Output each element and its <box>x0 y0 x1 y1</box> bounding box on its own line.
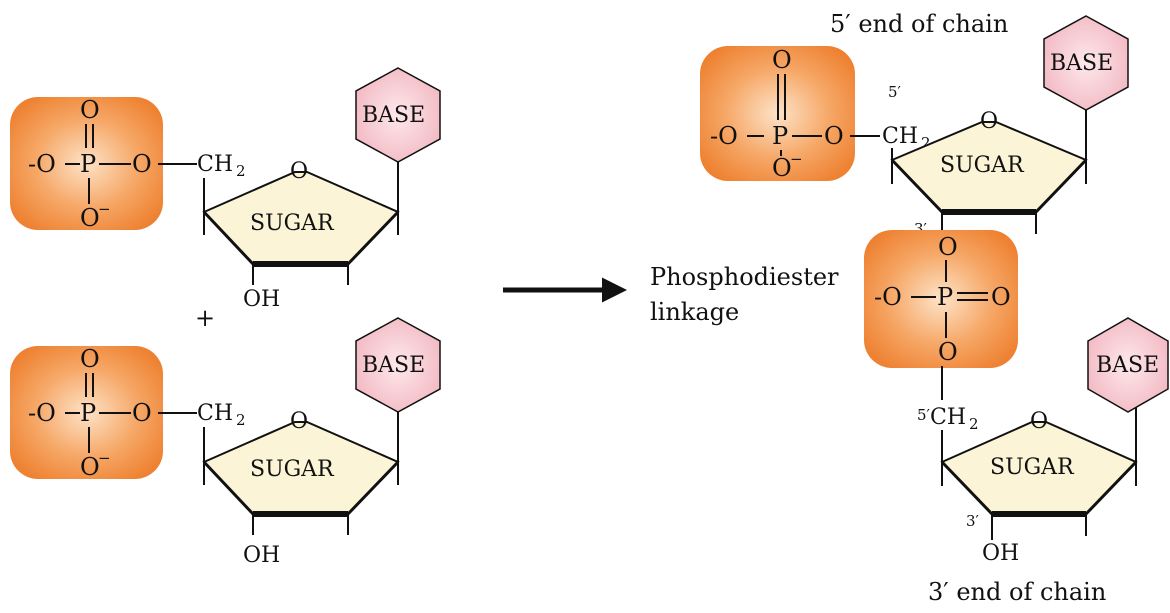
phosphate-o-neg-label: O <box>80 453 100 481</box>
phosphate-charge-label: − <box>98 200 111 218</box>
base-top: BASE <box>1043 15 1129 111</box>
base-1: BASE <box>355 67 441 163</box>
phosphate-1-atoms: -O P O O O − <box>28 96 152 232</box>
base-label: BASE <box>362 103 425 128</box>
three-prime-label: 3′ <box>966 512 980 530</box>
phosphate-o-label: O <box>132 399 152 427</box>
plus-sign: + <box>195 304 215 332</box>
phosphate-charge-label: − <box>790 150 803 168</box>
oh-label: OH <box>243 287 280 312</box>
phosphate-o-minus-label: -O <box>710 122 738 150</box>
three-prime-end-label: 3′ end of chain <box>928 578 1106 606</box>
phosphate-double-o-label: O <box>80 345 100 373</box>
phosphate-double-o-label: O <box>80 96 100 124</box>
phosphate-o-neg-label: O <box>80 204 100 232</box>
phosphate-o-minus-label: -O <box>28 399 56 427</box>
phosphate-p-label: P <box>772 122 788 150</box>
oh-label: OH <box>243 543 280 568</box>
oh-label: OH <box>982 541 1019 566</box>
phosphate-o-bottom-label: O <box>938 338 958 366</box>
phosphate-o-label: O <box>824 122 844 150</box>
sugar-label: SUGAR <box>250 211 335 236</box>
phosphate-o-label: O <box>938 233 958 261</box>
phosphate-p-label: P <box>80 150 96 178</box>
linkage-label: linkage <box>650 298 739 326</box>
sugar-ring-oxygen: O <box>1030 409 1048 434</box>
sugar-ring-oxygen: O <box>980 109 998 134</box>
ch2-subscript: 2 <box>236 162 246 180</box>
phosphate-charge-label: − <box>98 449 111 467</box>
sugar-ring-1: O SUGAR <box>202 159 400 267</box>
base-label: BASE <box>1050 51 1113 76</box>
ch2-subscript: 2 <box>236 411 246 429</box>
phosphate-o-minus-label: -O <box>28 150 56 178</box>
nucleotide-1: -O P O O O − CH 2 O SUGAR OH <box>10 67 441 312</box>
ch2-label: CH <box>197 152 233 177</box>
sugar-label: SUGAR <box>990 455 1075 480</box>
ch2-label: CH <box>930 405 966 430</box>
phosphate-group-2 <box>10 346 163 479</box>
ch2-label: CH <box>882 124 918 149</box>
phosphodiester-label: Phosphodiester <box>650 263 839 291</box>
phosphate-o-label: O <box>132 150 152 178</box>
phosphodiester-phosphate <box>864 230 1018 368</box>
phosphate-o-neg-label: O <box>772 154 792 182</box>
phosphate-double-o-label: O <box>772 46 792 74</box>
phosphate-2-atoms: -O P O O O − <box>28 345 152 481</box>
phosphate-p-label: P <box>937 283 953 311</box>
phosphodiester-atoms: O -O P O O <box>874 233 1011 366</box>
ch2-subscript: 2 <box>921 134 931 152</box>
phosphate-p-label: P <box>80 399 96 427</box>
sugar-ring-top: O SUGAR <box>890 109 1088 215</box>
base-2: BASE <box>355 317 441 413</box>
five-prime-end-label: 5′ end of chain <box>830 10 1008 38</box>
base-label: BASE <box>1096 353 1159 378</box>
phosphate-double-o-label: O <box>991 283 1011 311</box>
sugar-ring-oxygen: O <box>290 409 308 434</box>
base-label: BASE <box>362 353 425 378</box>
five-prime-label: 5′ <box>888 83 902 101</box>
nucleotide-2: -O P O O O − CH 2 O SUGAR OH <box>10 317 441 568</box>
phosphate-o-minus-label: -O <box>874 283 902 311</box>
ch2-label: CH <box>197 401 233 426</box>
base-bottom: BASE <box>1087 317 1169 413</box>
ch2-subscript: 2 <box>969 415 979 433</box>
sugar-label: SUGAR <box>940 153 1025 178</box>
phosphate-5-end-atoms: -O P O O O − <box>710 46 844 182</box>
sugar-ring-oxygen: O <box>290 159 308 184</box>
five-prime-label: 5′ <box>917 406 931 424</box>
sugar-label: SUGAR <box>250 457 335 482</box>
phosphate-group-1 <box>10 97 163 230</box>
sugar-ring-2: O SUGAR <box>202 409 400 517</box>
sugar-ring-bottom: O SUGAR <box>940 409 1138 517</box>
